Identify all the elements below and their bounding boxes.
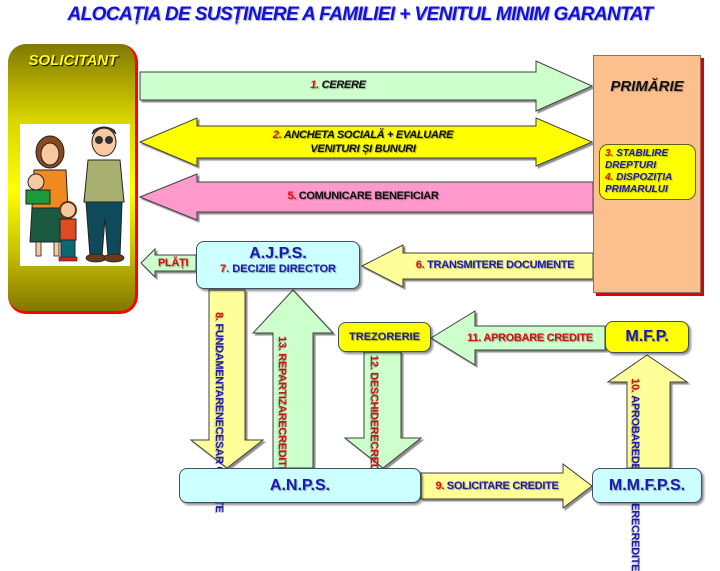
arrow-5-label: 5. COMUNICARE BENEFICIAR (190, 190, 536, 202)
arrow-2-number: 2. (272, 129, 282, 141)
arrow-9-number: 9. (435, 480, 445, 492)
arrow-9-text: SOLICITARE CREDITE (446, 480, 559, 492)
solicitant-label: SOLICITANT (28, 52, 118, 69)
solicitant-node: SOLICITANT (8, 44, 138, 314)
step-3-number: 3. (605, 148, 614, 159)
arrow-6-text: TRANSMITERE DOCUMENTE (427, 259, 575, 271)
diagram-title: ALOCAȚIA DE SUSȚINERE A FAMILIEI + VENIT… (67, 4, 653, 25)
primarie-label: PRIMĂRIE (610, 78, 684, 95)
arrow-6-label: 6. TRANSMITERE DOCUMENTE (400, 259, 590, 271)
arrow-9-solicitare (420, 462, 593, 510)
arrow-13-repartizare (251, 289, 335, 469)
arrow-8-text-line1: FUNDAMENTARE (213, 323, 225, 412)
arrow-12-text-line1: DESCHIDERE (368, 372, 380, 442)
arrow-13-text-line2: CREDITE (276, 427, 288, 474)
arrow-5-text: COMUNICARE BENEFICIAR (298, 190, 439, 202)
primarie-node: PRIMĂRIE 3. STABILIRE DREPTURI 4. DISPOZ… (593, 55, 701, 293)
trezorerie-node: TREZORERIE (338, 322, 431, 352)
arrow-2-label: 2. ANCHETA SOCIALĂ + EVALUARE VENITURI Ș… (190, 128, 536, 156)
step-4-number: 4. (605, 172, 614, 183)
arrow-13-number: 13. (276, 336, 288, 351)
step-7-number: 7. (220, 263, 230, 275)
arrow-11-label: 11. APROBARE CREDITE (455, 332, 605, 344)
arrow-13-text-line1: REPARTIZARE (276, 353, 288, 428)
arrow-12-deschidere (343, 351, 423, 469)
mmfps-node: M.M.F.P.S. (592, 468, 702, 503)
arrow-8-number: 8. (213, 312, 225, 321)
arrow-1-text: CERERE (321, 79, 366, 91)
ajps-node: A.J.P.S. 7. DECIZIE DIRECTOR (196, 241, 360, 289)
arrow-8-fundamentare (189, 289, 265, 469)
arrow-12-number: 12. (368, 355, 380, 370)
arrow-2-text-line2: VENITURI ȘI BUNURI (310, 143, 416, 155)
arrow-5-number: 5. (287, 190, 297, 202)
arrows-layer (138, 60, 689, 510)
arrow-10-text-line1: APROBARE (629, 395, 641, 456)
arrow-11-number: 11. (467, 332, 481, 344)
arrow-6-number: 6. (415, 259, 425, 271)
arrow-11-text: APROBARE CREDITE (483, 332, 593, 344)
arrow-1-label: 1. CERERE (140, 79, 536, 91)
ajps-label: A.J.P.S. (249, 245, 307, 262)
family-illustration-icon (20, 124, 130, 266)
arrow-9-label: 9. SOLICITARE CREDITE (422, 480, 572, 492)
arrow-13-label: 13. REPARTIZARECREDITE (276, 336, 288, 473)
arrow-10-number: 10. (629, 378, 641, 393)
arrow-10-text-line3: CREDITE (629, 524, 641, 571)
arrow-10-aprobare-deschidere (606, 354, 689, 469)
step-7-text: DECIZIE DIRECTOR (232, 263, 336, 275)
step-4-text: DISPOZIȚIA PRIMARULUI (605, 172, 672, 195)
arrow-1-cerere (139, 60, 594, 112)
arrow-2-ancheta (138, 117, 594, 167)
primarie-steps-box: 3. STABILIRE DREPTURI 4. DISPOZIȚIA PRIM… (599, 144, 696, 200)
anps-node: A.N.P.S. (179, 468, 421, 503)
arrow-2-text-line1: ANCHETA SOCIALĂ + EVALUARE (283, 129, 454, 141)
step-3-text: STABILIRE DREPTURI (605, 148, 669, 171)
arrow-1-number: 1. (310, 79, 319, 91)
mfp-node: M.F.P. (605, 321, 689, 353)
arrow-plati-label: PLĂȚI (157, 257, 189, 269)
